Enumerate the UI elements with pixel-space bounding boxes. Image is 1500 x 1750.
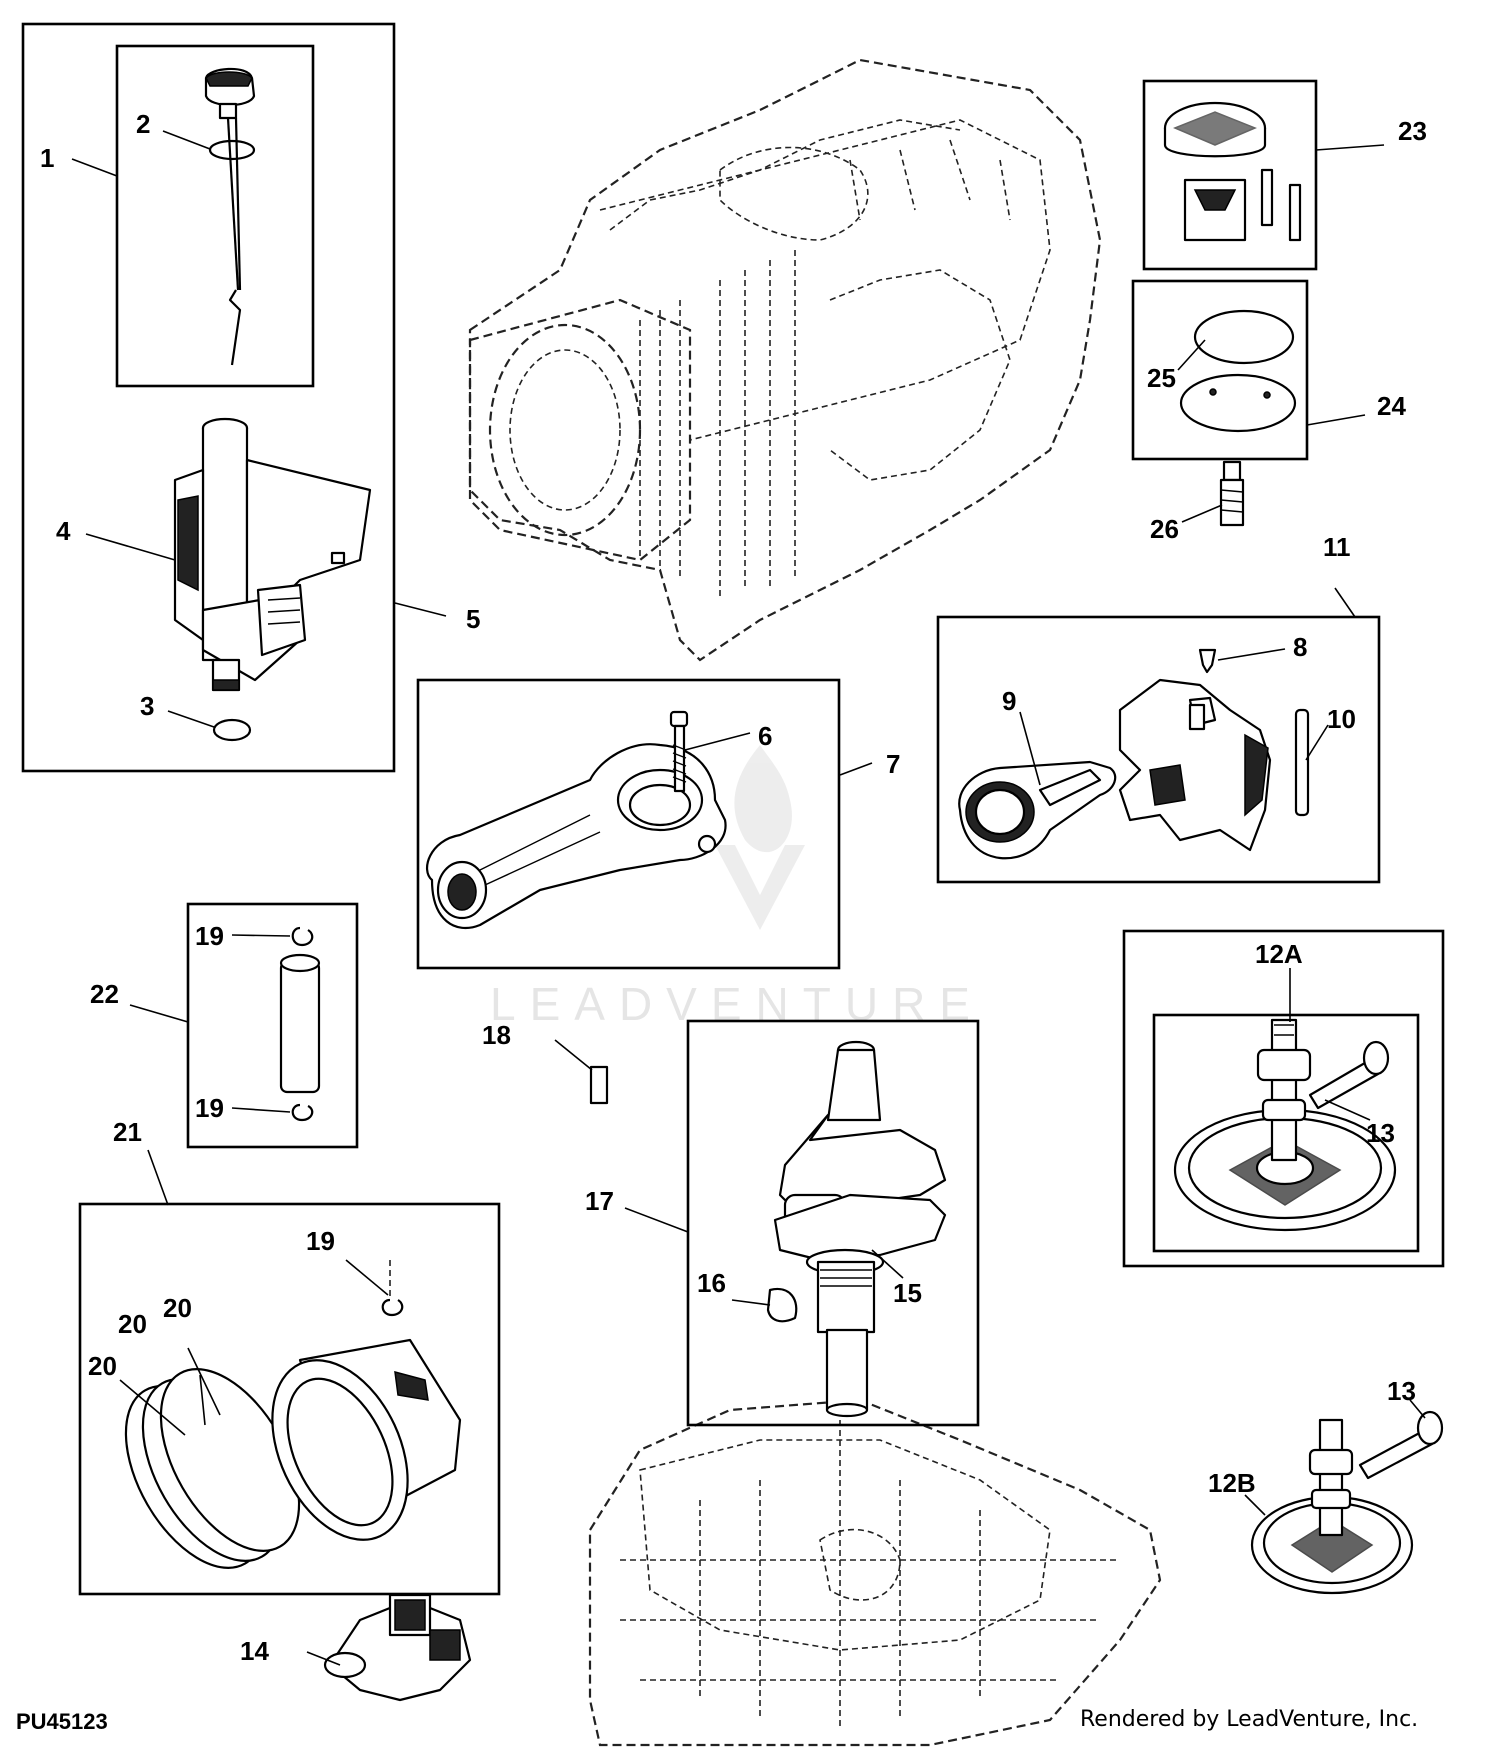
callout-25: 25 xyxy=(1147,363,1176,393)
key-16 xyxy=(766,1287,798,1323)
callout-12a: 12A xyxy=(1255,939,1303,969)
sensor-14 xyxy=(323,1593,472,1702)
rod-bolt xyxy=(669,710,689,793)
kit-box-12a xyxy=(1122,929,1445,1268)
callout-9: 9 xyxy=(1002,686,1016,716)
clip-19b xyxy=(291,1103,314,1122)
governor-assembly xyxy=(1118,678,1272,852)
callout-14: 14 xyxy=(240,1636,269,1666)
callout-26: 26 xyxy=(1150,514,1179,544)
pin-13b xyxy=(1358,1410,1444,1480)
callout-2: 2 xyxy=(136,109,150,139)
callout-22: 22 xyxy=(90,979,119,1009)
callout-19c: 19 xyxy=(306,1226,335,1256)
piston xyxy=(271,1338,462,1541)
callout-4: 4 xyxy=(56,516,71,546)
pin-end xyxy=(279,953,321,973)
kit-box-23 xyxy=(1142,79,1318,271)
shaft-10 xyxy=(1294,708,1310,817)
clip-19a xyxy=(291,926,314,947)
kit-box-12a-inner xyxy=(1152,1013,1420,1253)
kit-box-7 xyxy=(416,678,841,970)
camshaft-12a xyxy=(1173,1018,1397,1232)
fill-tube xyxy=(173,417,372,692)
callout-1: 1 xyxy=(40,143,54,173)
crankshaft xyxy=(773,1040,947,1418)
kit-box-11 xyxy=(936,615,1381,884)
kit-box-1 xyxy=(115,44,315,388)
callout-16: 16 xyxy=(697,1268,726,1298)
piston-rings xyxy=(124,1368,301,1569)
watermark: LEADVENTURE xyxy=(490,745,970,1030)
callout-20c: 20 xyxy=(88,1351,117,1381)
diagram-code: PU45123 xyxy=(16,1709,108,1734)
plate-hole xyxy=(1263,391,1271,399)
camshaft-12b xyxy=(1250,1418,1414,1595)
dipstick xyxy=(204,67,256,366)
callout-24: 24 xyxy=(1377,391,1406,421)
kit-box-24 xyxy=(1131,279,1309,461)
connecting-rod xyxy=(426,743,727,930)
callout-12b: 12B xyxy=(1208,1468,1256,1498)
dowel-18 xyxy=(589,1065,609,1105)
clip-19c xyxy=(381,1298,404,1317)
callout-21: 21 xyxy=(113,1117,142,1147)
callout-5: 5 xyxy=(466,604,480,634)
plate-24 xyxy=(1179,373,1297,433)
callout-23: 23 xyxy=(1398,116,1427,146)
kit-box-21 xyxy=(78,1202,501,1596)
callout-3: 3 xyxy=(140,691,154,721)
callout-20b: 20 xyxy=(118,1309,147,1339)
kit-box-17 xyxy=(686,1019,980,1427)
callout-10: 10 xyxy=(1327,704,1356,734)
engine-block-ghost xyxy=(468,58,1102,662)
callout-20a: 20 xyxy=(163,1293,192,1323)
callout-18: 18 xyxy=(482,1020,511,1050)
render-credit: Rendered by LeadVenture, Inc. xyxy=(1080,1707,1419,1732)
plate-hole xyxy=(1209,388,1217,396)
callout-19a: 19 xyxy=(195,921,224,951)
pin-13a xyxy=(1308,1040,1390,1110)
callout-6: 6 xyxy=(758,721,772,751)
balancer-bracket xyxy=(958,760,1117,860)
callout-8: 8 xyxy=(1293,632,1307,662)
relief-valve-26 xyxy=(1219,460,1245,527)
callout-19b: 19 xyxy=(195,1093,224,1123)
piston-pin xyxy=(279,960,321,1094)
callout-13a: 13 xyxy=(1366,1118,1395,1148)
callout-13b: 13 xyxy=(1387,1376,1416,1406)
kit-box-5 xyxy=(21,22,396,773)
callout-15: 15 xyxy=(893,1278,922,1308)
leader-lines xyxy=(71,130,1426,1666)
oring-3 xyxy=(212,718,252,742)
crankcase-ghost xyxy=(588,1398,1162,1747)
callouts: 1 2 3 4 5 6 7 8 9 10 11 12A 13 13 12B 14… xyxy=(40,109,1427,1666)
kit-box-22 xyxy=(186,902,359,1149)
callout-17: 17 xyxy=(585,1186,614,1216)
oring-25 xyxy=(1193,309,1295,365)
plug-8 xyxy=(1198,648,1217,674)
callout-7: 7 xyxy=(886,749,900,779)
callout-11: 11 xyxy=(1323,532,1351,562)
oil-pump-rotor xyxy=(1163,101,1302,242)
